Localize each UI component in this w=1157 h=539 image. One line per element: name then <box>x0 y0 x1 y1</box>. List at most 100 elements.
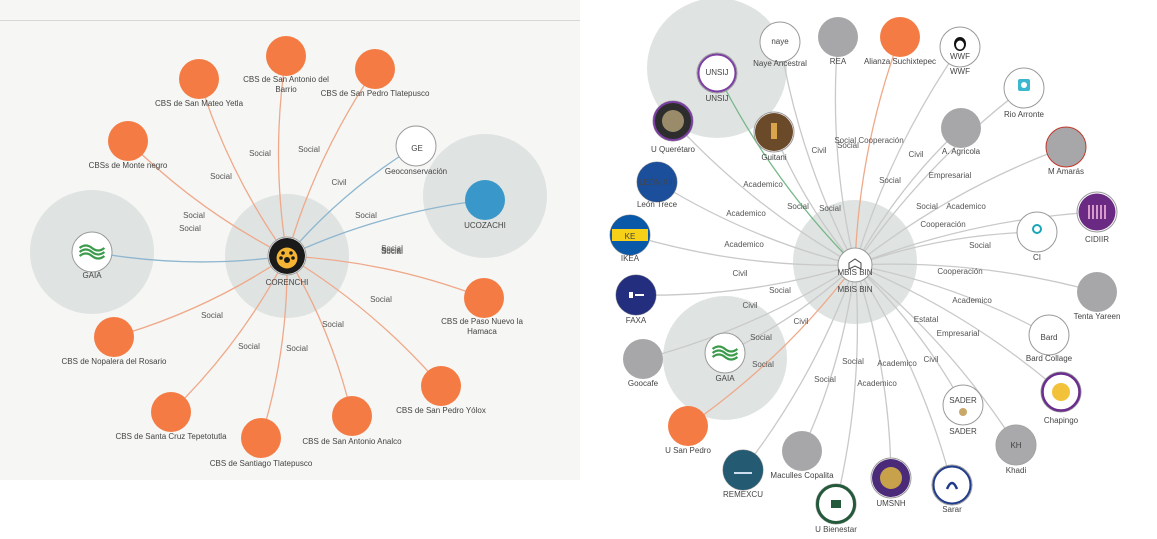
node-san-pedro[interactable]: U San Pedro <box>665 406 711 455</box>
geo-logo <box>395 125 437 167</box>
node-agricola[interactable]: A. Agricola <box>941 108 981 156</box>
edge-label: Cooperación <box>937 267 982 276</box>
node-cidiir[interactable]: CIDIIR <box>1076 191 1118 244</box>
edge-label: Social <box>381 247 403 256</box>
node-santiago[interactable]: CBS de Santiago Tlatepusco <box>210 418 313 468</box>
edge-label: Academico <box>743 180 783 189</box>
orange-node-circle <box>880 17 920 57</box>
orange-node-circle <box>108 121 148 161</box>
node-label-leon-trece: León Trece <box>637 200 678 209</box>
edge-ikea <box>629 234 856 266</box>
node-label-ci: CI <box>1033 253 1041 262</box>
node-alianza[interactable]: Alianza Suchixtepec <box>864 17 936 66</box>
orange-node-circle <box>151 392 191 432</box>
edge-label: Academico <box>724 240 764 249</box>
edge-remexcu <box>742 264 856 471</box>
node-ucozachi[interactable]: UCOZACHI <box>464 180 506 230</box>
node-ci[interactable]: CI <box>1016 211 1058 262</box>
gray-node-circle <box>1077 272 1117 312</box>
node-gaia-r[interactable]: GAIA <box>704 332 746 383</box>
edge-wwf <box>854 46 961 266</box>
node-corenchi[interactable]: CORENCHI <box>266 236 309 287</box>
node-label-guitani: Guitani <box>761 153 787 162</box>
node-label-santa-cruz: CBS de Santa Cruz Tepetotutla <box>115 432 227 441</box>
node-chapingo[interactable]: Chapingo <box>1040 371 1082 425</box>
node-label-nopalera: CBS de Nopalera del Rosario <box>62 357 167 366</box>
node-label-cidiir: CIDIIR <box>1085 235 1109 244</box>
node-label-san-mateo: CBS de San Mateo Yetla <box>155 99 244 108</box>
orange-node-circle <box>94 317 134 357</box>
node-monte-negro[interactable]: CBSs de Monte negro <box>89 121 168 170</box>
node-san-mateo[interactable]: CBS de San Mateo Yetla <box>155 59 244 108</box>
node-bienestar[interactable]: U Bienestar <box>815 483 857 534</box>
edge-label: Civil <box>811 146 826 155</box>
edge-naye <box>779 41 856 266</box>
edge-amaras <box>854 146 1067 266</box>
edge-label: Civil <box>742 301 757 310</box>
center-node-label: MBIS BIN <box>837 285 872 294</box>
node-label-gaia: GAIA <box>82 271 102 280</box>
node-label-unsij: UNSIJ <box>705 94 728 103</box>
edge-label: Civil <box>908 150 923 159</box>
node-label-tenta: Tenta Yareen <box>1074 312 1121 321</box>
bard-logo-text: Bard <box>1041 333 1058 342</box>
node-san-pedro-yolox[interactable]: CBS de San Pedro Yólox <box>396 366 486 415</box>
edge-label: Cooperación <box>920 220 965 229</box>
node-guitani[interactable]: Guitani <box>753 111 795 162</box>
node-queretaro[interactable]: U Querétaro <box>651 100 696 154</box>
edge-label: Empresarial <box>929 171 972 180</box>
orange-node-circle <box>332 396 372 436</box>
edge-goocafe <box>642 264 856 360</box>
node-san-antonio-analco[interactable]: CBS de San Antonio Analco <box>302 396 402 446</box>
node-gaia[interactable]: GAIA <box>71 231 113 280</box>
node-maculles[interactable]: Maculles Copalita <box>770 431 834 480</box>
node-san-pedro-tlatepusco[interactable]: CBS de San Pedro Tlatepusco <box>321 49 430 98</box>
node-goocafe[interactable]: Goocafe <box>623 339 663 388</box>
kh-logo-text: KH <box>1010 441 1021 450</box>
center-node-label: CORENCHI <box>266 278 309 287</box>
node-tenta[interactable]: Tenta Yareen <box>1074 272 1121 321</box>
node-remexcu[interactable]: REMEXCU <box>722 449 764 499</box>
edge-san-pedro <box>687 264 856 427</box>
edge-label: Social <box>201 311 223 320</box>
node-santa-cruz[interactable]: CBS de Santa Cruz Tepetotutla <box>115 392 227 441</box>
node-nopalera[interactable]: CBS de Nopalera del Rosario <box>62 317 167 366</box>
orange-node-circle <box>266 36 306 76</box>
edge-label: Academico <box>877 359 917 368</box>
node-faxa[interactable]: FAXA <box>615 274 657 325</box>
node-amaras[interactable]: M Amarás <box>1045 126 1087 176</box>
edge-sader <box>854 264 964 406</box>
edge-label: Empresarial <box>937 329 980 338</box>
node-sarar[interactable]: Sarar <box>931 464 973 514</box>
edge-label: Academico <box>857 379 897 388</box>
node-umsnh[interactable]: UMSNH <box>870 457 912 508</box>
edge-sarar <box>854 264 953 486</box>
node-label-alianza: Alianza Suchixtepec <box>864 57 936 66</box>
node-label-ucozachi: UCOZACHI <box>464 221 506 230</box>
orange-node-circle <box>355 49 395 89</box>
edge-label: Social <box>819 204 841 213</box>
edge-label: Social <box>370 295 392 304</box>
edge-monte-negro <box>127 140 288 257</box>
node-rea[interactable]: REA <box>818 17 858 66</box>
edge-label: Social <box>837 141 859 150</box>
node-rio-arronte[interactable]: Rio Arronte <box>1003 67 1045 119</box>
edge-label: Social <box>381 244 403 253</box>
node-label-rio-arronte: Rio Arronte <box>1004 110 1045 119</box>
edge-queretaro <box>672 120 856 266</box>
node-label-bard: Bard Collage <box>1026 354 1073 363</box>
